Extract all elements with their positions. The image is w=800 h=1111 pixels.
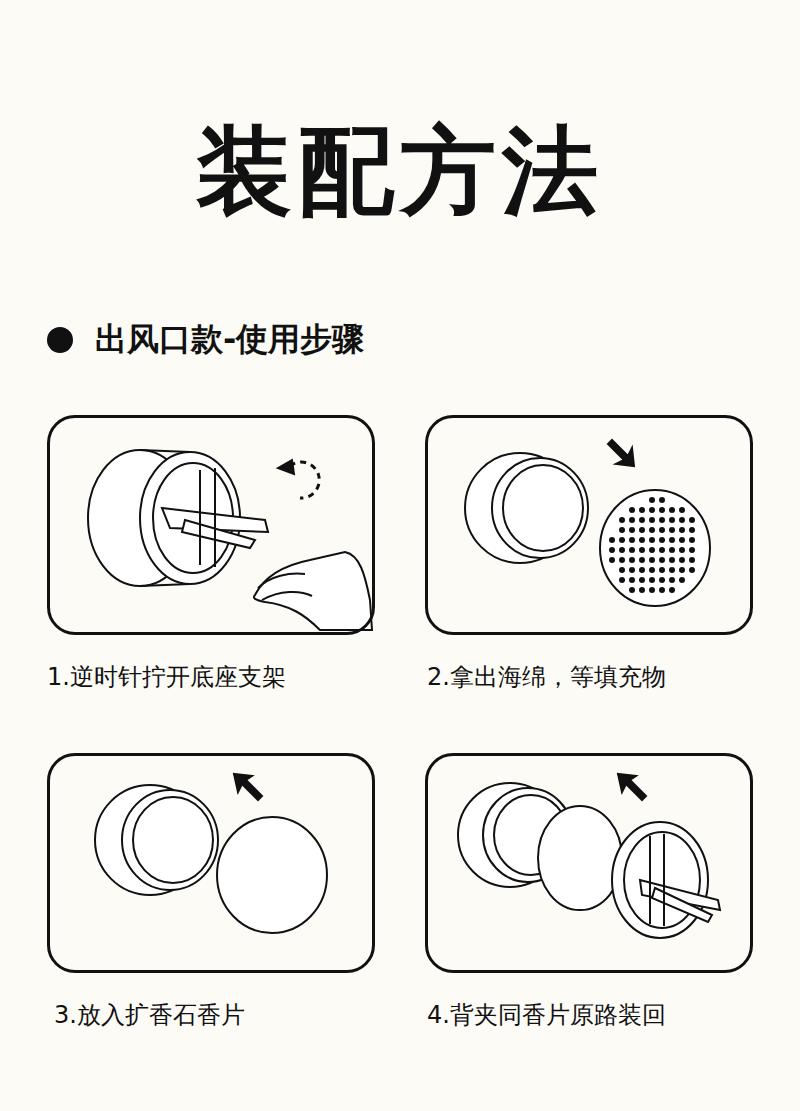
step-panel: 3.放入扩香石香片 [47,753,375,1033]
step-panel: 2.拿出海绵，等填充物 [425,415,753,695]
step-panel: 1.逆时针拧开底座支架 [47,415,375,695]
step-panel: 4.背夹同香片原路装回 [425,753,753,1033]
panel-frame [425,415,753,635]
panel-frame [47,753,375,973]
panel-frame [425,753,753,973]
page-title: 装配方法 [0,108,800,238]
step-caption: 2.拿出海绵，等填充物 [427,661,666,693]
step-caption: 4.背夹同香片原路装回 [427,999,666,1031]
panel-frame [47,415,375,635]
step-caption: 1.逆时针拧开底座支架 [47,661,286,693]
section-heading: 出风口款-使用步骤 [95,318,364,362]
step-caption: 3.放入扩香石香片 [54,999,245,1031]
